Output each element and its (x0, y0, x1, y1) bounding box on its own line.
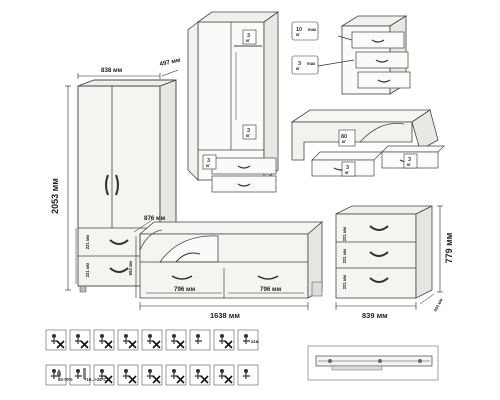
bed-depth-label: 876 мм (144, 215, 166, 222)
wardrobe-dimensions: 838 мм 497 мм 2053 мм 221 мм 221 мм (50, 57, 182, 291)
temperature-label: +10...+25°C (84, 377, 106, 382)
svg-text:кг: кг (246, 133, 250, 138)
svg-text:3: 3 (408, 157, 411, 163)
svg-text:кг: кг (296, 66, 300, 71)
no-hang-icon (165, 364, 187, 386)
wardrobe-height-label: 2053 мм (50, 178, 60, 214)
chest-height-label: 779 мм (444, 232, 454, 263)
chest-width-label: 839 мм (362, 311, 388, 320)
no-overload-icon (213, 329, 235, 351)
chest-open-view (317, 15, 411, 95)
weight-badge-wardrobe-top: 3 кг (242, 29, 257, 45)
no-leaning-icon (117, 329, 139, 351)
care-icon-texts: 60-70% +10...+25°C ≥1м (58, 339, 259, 382)
svg-text:3: 3 (247, 33, 250, 39)
svg-text:max: max (308, 27, 317, 32)
no-stand-icon (117, 364, 139, 386)
no-sitting-icon (69, 329, 91, 351)
weight-badge-wardrobe-drawer: 3 кг (202, 154, 217, 170)
svg-text:кг: кг (206, 163, 210, 168)
distance-1m-icon (189, 329, 211, 351)
humidity-icon (45, 364, 67, 386)
svg-text:3: 3 (298, 61, 301, 67)
weight-badge-chest-drawer: 3 кг max (291, 55, 319, 75)
bed-length-label: 1638 мм (210, 311, 240, 320)
no-push-icon (189, 364, 211, 386)
chest-drawer2-label: 221 мм (342, 249, 347, 263)
svg-text:кг: кг (246, 38, 250, 43)
weight-badge-bed-base: 80 кг (338, 129, 356, 147)
bed-drawer1-width-label: 796 мм (174, 286, 196, 293)
wall-fix-icon (237, 329, 259, 351)
svg-text:3: 3 (207, 158, 210, 164)
svg-text:кг: кг (345, 170, 349, 175)
svg-text:кг: кг (342, 139, 346, 144)
humidity-label: 60-70% (58, 377, 73, 382)
bed-height-label: 653 мм (128, 261, 133, 275)
weight-badge-wardrobe-shelf: 3 кг (242, 124, 257, 140)
bed-dimensions: 876 мм 653 мм 796 мм 796 мм 1638 мм (128, 215, 309, 320)
chest (335, 205, 433, 299)
bed-open-view (290, 109, 445, 177)
no-tilt-icon (213, 364, 235, 386)
weight-badge-bed-drawer2: 3 кг (403, 153, 418, 169)
no-wet-cleaning-icon (93, 329, 115, 351)
no-climb-icon (141, 364, 163, 386)
no-lean-icon (93, 364, 115, 386)
svg-text:кг: кг (407, 162, 411, 167)
svg-text:3: 3 (247, 128, 250, 134)
wardrobe-width-label: 838 мм (101, 67, 123, 74)
no-sun-icon (45, 329, 67, 351)
no-heat-icon (165, 329, 187, 351)
wardrobe-open-view (187, 11, 280, 193)
svg-text:3: 3 (346, 165, 349, 171)
chest-depth-label: 434 мм (432, 297, 443, 312)
bed-drawer2-width-label: 796 мм (260, 286, 282, 293)
svg-text:max: max (307, 61, 316, 66)
svg-text:кг: кг (296, 32, 300, 37)
wardrobe-depth-label: 497 мм (159, 57, 182, 68)
care-icons-panel (45, 329, 259, 386)
drawer-slide-icon (307, 345, 439, 381)
bed (138, 221, 324, 299)
chest-dimensions: 221 мм 221 мм 221 мм 779 мм 839 мм 434 м… (335, 205, 454, 320)
weight-badge-chest-top: 10 кг max (291, 21, 319, 41)
temperature-icon (69, 364, 91, 386)
svg-text:10: 10 (296, 27, 302, 33)
chest-drawer1-label: 221 мм (342, 227, 347, 241)
no-chemicals-icon (141, 329, 163, 351)
assembly-icon (237, 364, 259, 386)
wardrobe-drawer2-label: 221 мм (85, 263, 90, 277)
weight-badge-bed-drawer1: 3 кг (341, 161, 356, 177)
wardrobe-drawer1-label: 221 мм (85, 235, 90, 249)
distance-label: ≥1м (251, 339, 259, 344)
svg-text:80: 80 (341, 134, 347, 140)
chest-drawer3-label: 221 мм (342, 275, 347, 289)
